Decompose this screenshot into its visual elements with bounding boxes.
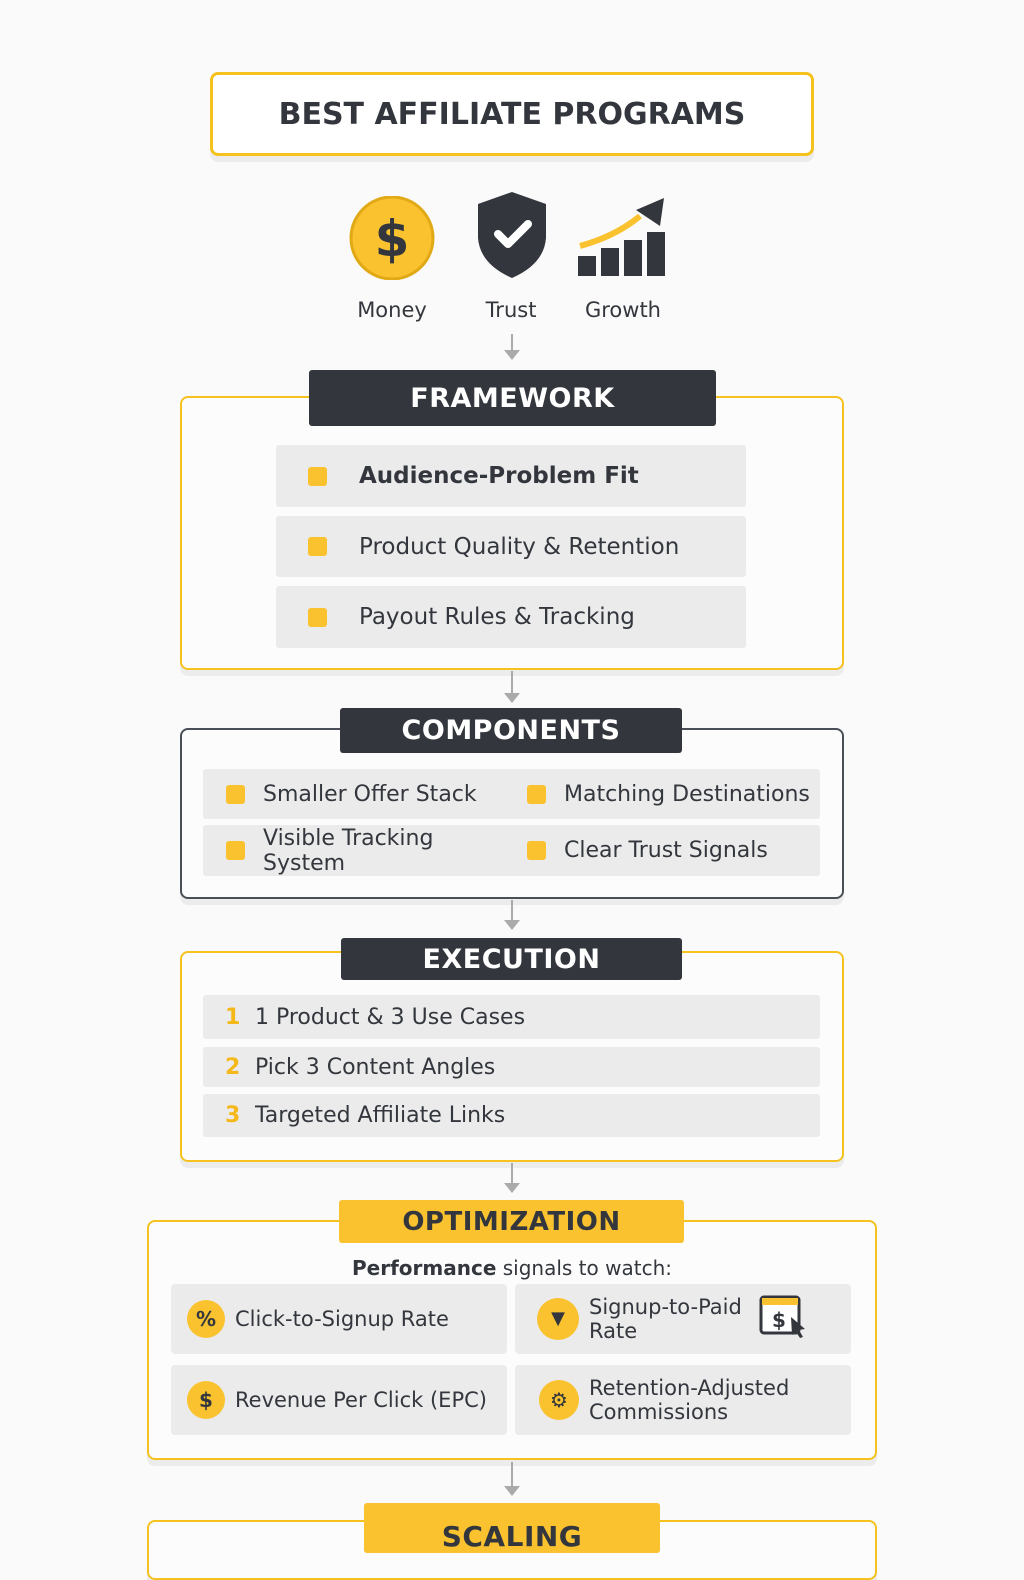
metric-card: $ Revenue Per Click (EPC): [171, 1365, 507, 1435]
scaling-header: SCALING: [364, 1503, 660, 1553]
framework-item: Product Quality & Retention: [276, 516, 746, 577]
item-label: Clear Trust Signals: [564, 838, 768, 863]
item-label: Audience-Problem Fit: [359, 463, 639, 489]
metric-label: Retention-Adjusted Commissions: [589, 1376, 790, 1424]
item-label: Visible Tracking System: [263, 825, 434, 876]
dollar-coin-icon: $: [348, 195, 436, 281]
step-number: 2: [225, 1054, 241, 1080]
step-number: 3: [225, 1103, 241, 1128]
icon-label-trust: Trust: [485, 298, 537, 322]
svg-text:$: $: [772, 1308, 786, 1332]
metric-label: Signup-to-Paid Rate: [589, 1295, 742, 1343]
bullet-icon: [226, 784, 245, 804]
components-row: Smaller Offer Stack Matching Destination…: [203, 769, 820, 819]
execution-step: 1 1 Product & 3 Use Cases: [203, 995, 820, 1039]
arrow-down-icon: [504, 671, 520, 703]
metric-label: Revenue Per Click (EPC): [235, 1388, 487, 1412]
shield-check-icon: [474, 190, 550, 280]
step-label: Pick 3 Content Angles: [255, 1054, 496, 1080]
subtitle-rest: signals to watch:: [496, 1256, 672, 1280]
framework-header: FRAMEWORK: [309, 370, 716, 426]
metric-card: ▼Signup-to-Paid Rate $: [515, 1284, 851, 1354]
bullet-icon: [226, 841, 245, 860]
execution-header: EXECUTION: [341, 938, 682, 980]
dollar-icon: $: [187, 1381, 225, 1419]
growth-chart-icon: [576, 196, 668, 278]
percent-icon: %: [187, 1300, 225, 1338]
item-label: Smaller Offer Stack: [263, 781, 477, 807]
bullet-icon: [527, 784, 546, 804]
gear-icon: ⚙: [539, 1380, 579, 1420]
calendar-dollar-icon: $: [759, 1293, 809, 1346]
bullet-icon: [308, 466, 327, 486]
item-label: Product Quality & Retention: [359, 533, 680, 560]
execution-step: 2 Pick 3 Content Angles: [203, 1047, 820, 1087]
metric-label: Click-to-Signup Rate: [235, 1307, 449, 1331]
item-label: Matching Destinations: [564, 781, 810, 807]
step-number: 1: [225, 1004, 241, 1030]
framework-item: Payout Rules & Tracking: [276, 586, 746, 648]
page-title: BEST AFFILIATE PROGRAMS: [210, 72, 814, 156]
arrow-down-icon: [504, 1462, 520, 1496]
bullet-icon: [308, 537, 327, 556]
components-header: COMPONENTS: [340, 708, 682, 753]
bullet-icon: [527, 841, 546, 860]
icon-label-money: Money: [357, 298, 427, 322]
funnel-icon: ▼: [537, 1298, 579, 1340]
item-label: Payout Rules & Tracking: [359, 604, 635, 630]
bullet-icon: [308, 607, 327, 627]
execution-step: 3 Targeted Affiliate Links: [203, 1094, 820, 1137]
optimization-subtitle: Performance signals to watch:: [147, 1256, 877, 1280]
step-label: 1 Product & 3 Use Cases: [255, 1004, 526, 1030]
step-label: Targeted Affiliate Links: [255, 1103, 506, 1128]
subtitle-bold: Performance: [352, 1256, 497, 1280]
arrow-down-icon: [504, 900, 520, 930]
metric-card: % Click-to-Signup Rate: [171, 1284, 507, 1354]
metric-card: ⚙Retention-Adjusted Commissions: [515, 1365, 851, 1435]
optimization-header: OPTIMIZATION: [339, 1200, 684, 1243]
arrow-down-icon: [504, 334, 520, 360]
svg-text:$: $: [375, 210, 410, 268]
icon-label-growth: Growth: [584, 298, 661, 322]
components-row: Visible Tracking System Clear Trust Sign…: [203, 825, 820, 876]
framework-item: Audience-Problem Fit: [276, 445, 746, 507]
arrow-down-icon: [504, 1163, 520, 1193]
